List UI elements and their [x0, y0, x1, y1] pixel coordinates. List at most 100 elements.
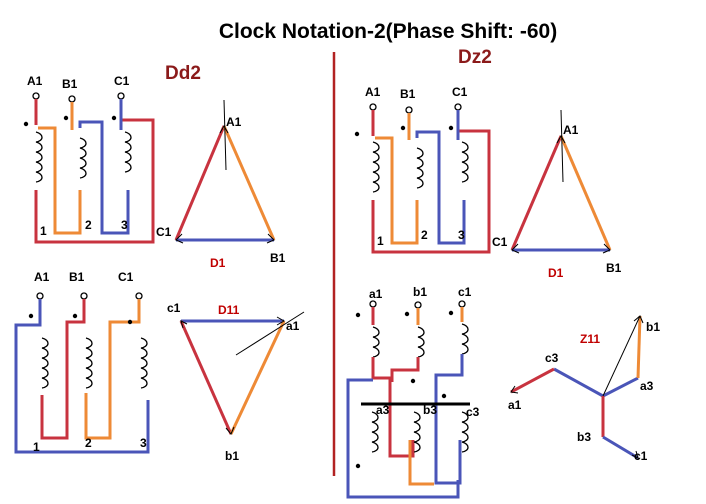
phasor-n-c3	[553, 367, 604, 398]
arrow-head	[556, 134, 566, 144]
arrow-head	[631, 450, 639, 459]
polarity-dot	[127, 319, 133, 325]
phasor-label-B1: B1	[270, 251, 286, 265]
arrow-head	[180, 320, 188, 329]
dz2-hv-windings: A1 B1 C1 1 2 3	[354, 85, 491, 254]
phasor-c3-a1	[510, 367, 555, 394]
label-a1: a1	[369, 287, 383, 301]
phasor-A1-B1	[222, 125, 276, 241]
clock-hand	[560, 109, 564, 183]
label-c1: c1	[458, 285, 472, 299]
terminal-a1	[369, 300, 377, 308]
phasor-label-A1: A1	[226, 115, 242, 129]
dz2-hv-phasor: A1 C1 B1 D1	[492, 109, 622, 280]
label-B1: B1	[62, 77, 78, 91]
phasor-label-b1: b1	[225, 449, 239, 463]
coil-B	[416, 147, 424, 189]
vector-group-Z11: Z11	[580, 332, 600, 346]
dd2-hv-windings: A1 B1 C1 1 2 3	[23, 74, 155, 244]
phasor-a1-b1	[229, 320, 286, 435]
polarity-dot	[400, 125, 406, 131]
polarity-dot	[441, 393, 447, 399]
vector-group-D1: D1	[548, 266, 564, 280]
arrow-head	[510, 385, 519, 394]
wire-red-lower	[371, 357, 415, 458]
terminal-B1	[68, 95, 76, 103]
label-C1: C1	[452, 85, 468, 99]
label-3: 3	[140, 436, 147, 450]
coil-A	[35, 131, 43, 183]
wire-orange-lower	[408, 440, 434, 486]
label-A1: A1	[365, 85, 381, 99]
phasor-b3-c1	[602, 435, 639, 460]
coil-b-lower	[413, 411, 421, 453]
terminal-b1	[414, 301, 422, 309]
wire-red-link	[390, 357, 420, 382]
arrow-head	[633, 315, 644, 324]
terminal-C1	[454, 103, 462, 111]
phasor-label-a1: a1	[508, 398, 522, 412]
coil-B	[79, 137, 87, 179]
label-3: 3	[121, 218, 128, 232]
vector-group-D1: D1	[210, 256, 226, 270]
page-title: Clock Notation-2(Phase Shift: -60)	[219, 20, 557, 43]
terminal-C1	[117, 92, 125, 100]
label-C1: C1	[118, 270, 134, 284]
polarity-dot	[63, 115, 69, 121]
arrow-head	[276, 316, 286, 326]
phasor-c1-b1	[179, 320, 233, 435]
terminal-A1	[36, 292, 44, 300]
polarity-dot	[72, 313, 78, 319]
phasor-label-c1: c1	[634, 449, 648, 463]
arrow-head	[225, 426, 235, 435]
terminal-A1	[369, 103, 377, 111]
polarity-dot	[410, 378, 416, 384]
polarity-dot	[404, 311, 410, 317]
terminal-B1	[80, 292, 88, 300]
polarity-dot	[448, 125, 454, 131]
terminal-B1	[405, 106, 413, 114]
label-3: 3	[458, 228, 465, 242]
polarity-dot	[355, 463, 361, 469]
coil-a-upper	[372, 326, 380, 358]
coil-c-upper	[461, 323, 469, 355]
phasor-A1-C1	[174, 125, 226, 241]
coil-A	[372, 141, 380, 193]
arrow-head	[175, 233, 184, 244]
label-2: 2	[85, 436, 92, 450]
phasor-label-C1: C1	[492, 235, 508, 249]
label-2: 2	[85, 218, 92, 232]
polarity-dot	[111, 115, 117, 121]
vector-group-D11: D11	[218, 303, 240, 317]
label-c3: c3	[466, 405, 480, 419]
wire-blue-outer	[346, 378, 460, 499]
label-1: 1	[377, 234, 384, 248]
polarity-dot	[448, 310, 454, 316]
polarity-dot	[354, 131, 360, 137]
heading-dz2: Dz2	[458, 47, 492, 68]
coil-C	[461, 141, 469, 183]
phasor-a3-b1	[636, 315, 642, 379]
label-b3: b3	[423, 403, 437, 417]
label-B1: B1	[400, 87, 416, 101]
coil-C	[124, 131, 132, 173]
phasor-n-a3	[602, 376, 639, 398]
polarity-dot	[23, 121, 29, 127]
phasor-label-A1: A1	[563, 123, 579, 137]
terminal-c1	[458, 300, 466, 308]
label-2: 2	[421, 228, 428, 242]
wire-blue-lower	[434, 354, 464, 485]
phasor-label-a3: a3	[640, 379, 654, 393]
phasor-label-c3: c3	[545, 351, 559, 365]
phasor-label-c1: c1	[167, 301, 181, 315]
polarity-dot	[28, 313, 34, 319]
label-A1: A1	[27, 74, 43, 88]
coil-c-lower	[461, 411, 469, 453]
label-A1: A1	[34, 270, 50, 284]
arrow-head	[266, 233, 275, 244]
clock-hand	[223, 99, 227, 171]
coil-a-lower	[371, 411, 379, 453]
label-1: 1	[40, 224, 47, 238]
phasor-label-B1: B1	[606, 261, 622, 275]
